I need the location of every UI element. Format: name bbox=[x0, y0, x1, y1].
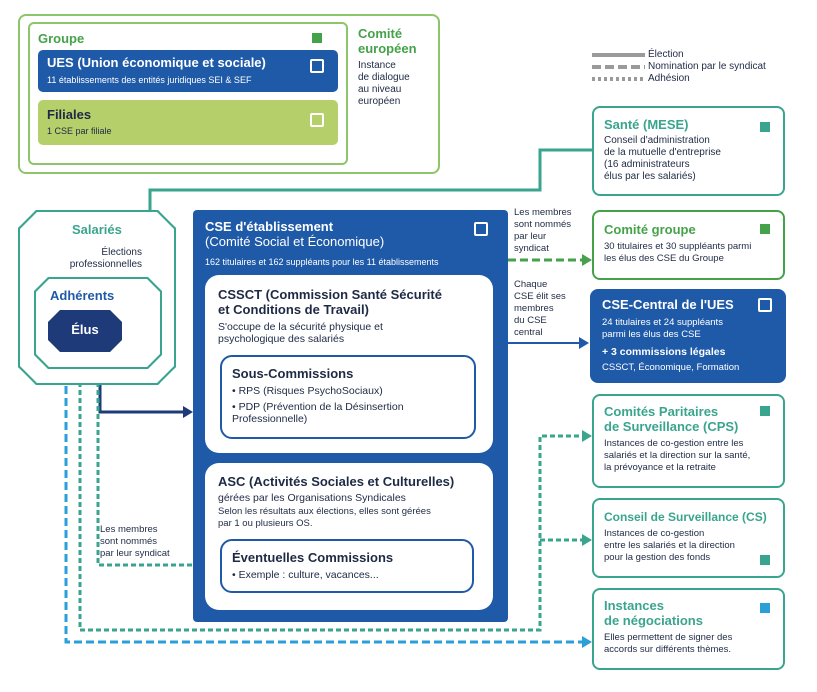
negociations-marker-icon bbox=[760, 603, 770, 613]
cs-desc: Instances de co-gestion entre les salari… bbox=[604, 528, 735, 563]
comite-groupe-marker-icon bbox=[760, 224, 770, 234]
asc-title: ASC (Activités Sociales et Culturelles) bbox=[218, 474, 455, 489]
asc-desc: Selon les résultats aux élections, elles… bbox=[218, 506, 431, 529]
cse-title: CSE d'établissement(Comité Social et Éco… bbox=[205, 219, 385, 249]
cs-title: Conseil de Surveillance (CS) bbox=[604, 510, 767, 524]
cssct-box bbox=[205, 275, 493, 453]
comite-groupe-desc: 30 titulaires et 30 suppléants parmi les… bbox=[604, 241, 752, 264]
filiales-title: Filiales bbox=[47, 107, 92, 122]
comite-groupe-title: Comité groupe bbox=[604, 222, 696, 237]
cssct-title: CSSCT (Commission Santé Sécurité et Cond… bbox=[218, 287, 442, 317]
ues-sub: 11 établissements des entités juridiques… bbox=[47, 75, 252, 85]
cse-sub: 162 titulaires et 162 suppléants pour le… bbox=[205, 257, 439, 267]
salaries-label: Salariés bbox=[70, 222, 124, 237]
ues-title: UES (Union économique et sociale) bbox=[47, 55, 266, 70]
sante-desc: Conseil d'administration de la mutuelle … bbox=[604, 135, 721, 182]
groupe-title: Groupe bbox=[38, 31, 85, 46]
cse-checkbox-icon bbox=[474, 222, 488, 236]
groupe-marker-icon bbox=[312, 33, 322, 43]
cs-box bbox=[592, 498, 785, 578]
elus-label: Élus bbox=[71, 322, 99, 337]
sous-commissions-box bbox=[220, 355, 476, 439]
sante-title: Santé (MESE) bbox=[604, 117, 689, 132]
sante-marker-icon bbox=[760, 122, 770, 132]
cssct-desc: S'occupe de la sécurité physique et psyc… bbox=[218, 321, 383, 345]
cse-central-plus: + 3 commissions légales bbox=[602, 346, 726, 358]
cse-central-box bbox=[590, 289, 786, 383]
cse-central-checkbox-icon bbox=[758, 298, 772, 312]
cps-title: Comités Paritaires de Surveillance (CPS) bbox=[604, 404, 739, 434]
legend-nomination: Nomination par le syndicat bbox=[648, 61, 766, 72]
elus-octagon bbox=[48, 310, 122, 352]
filiales-sub: 1 CSE par filiale bbox=[47, 126, 112, 136]
eventuelles-desc: • Exemple : culture, vacances... bbox=[232, 569, 379, 581]
cps-marker-icon bbox=[760, 406, 770, 416]
ues-checkbox-icon bbox=[310, 59, 324, 73]
cps-desc: Instances de co-gestion entre les salari… bbox=[604, 438, 751, 473]
filiales-checkbox-icon bbox=[310, 113, 324, 127]
cse-central-list: CSSCT, Économique, Formation bbox=[602, 362, 740, 373]
sante-box bbox=[592, 106, 785, 196]
comite-europeen-desc: Instance de dialogue au niveau européen bbox=[358, 60, 410, 107]
negociations-box bbox=[592, 588, 785, 670]
chaque-cse-note: Chaque CSE élit ses membres du CSE centr… bbox=[514, 279, 566, 338]
cse-central-desc: 24 titulaires et 24 suppléants parmi les… bbox=[602, 317, 723, 340]
eventuelles-title: Éventuelles Commissions bbox=[232, 550, 394, 565]
adherents-label: Adhérents bbox=[50, 288, 115, 303]
negociations-title: Instances de négociations bbox=[604, 598, 703, 628]
cps-box bbox=[592, 394, 785, 488]
membres-left-note: Les membres sont nommés par leur syndica… bbox=[100, 524, 170, 559]
comite-groupe-box bbox=[592, 210, 785, 280]
negociations-desc: Elles permettent de signer des accords s… bbox=[604, 632, 733, 655]
legend-adhesion: Adhésion bbox=[648, 73, 690, 84]
filiales-box bbox=[38, 100, 338, 145]
sous-item-pdp: • PDP (Prévention de la Désinsertion Pro… bbox=[232, 401, 404, 425]
ues-box bbox=[38, 50, 338, 92]
sous-commissions-title: Sous-Commissions bbox=[232, 366, 354, 381]
asc-sub: gérées par les Organisations Syndicales bbox=[218, 492, 406, 504]
sous-item-rps: • RPS (Risques PsychoSociaux) bbox=[232, 385, 383, 397]
comite-europeen-title: Comité européen bbox=[358, 26, 417, 56]
eventuelles-box bbox=[220, 539, 474, 593]
asc-box bbox=[205, 463, 493, 610]
legend-election: Élection bbox=[648, 49, 684, 60]
membres-syndicat-note: Les membres sont nommés par leur syndica… bbox=[514, 207, 572, 254]
elections-label: Élections professionnelles bbox=[69, 247, 142, 270]
cse-central-title: CSE-Central de l'UES bbox=[602, 297, 734, 312]
cs-marker-icon bbox=[760, 555, 770, 565]
